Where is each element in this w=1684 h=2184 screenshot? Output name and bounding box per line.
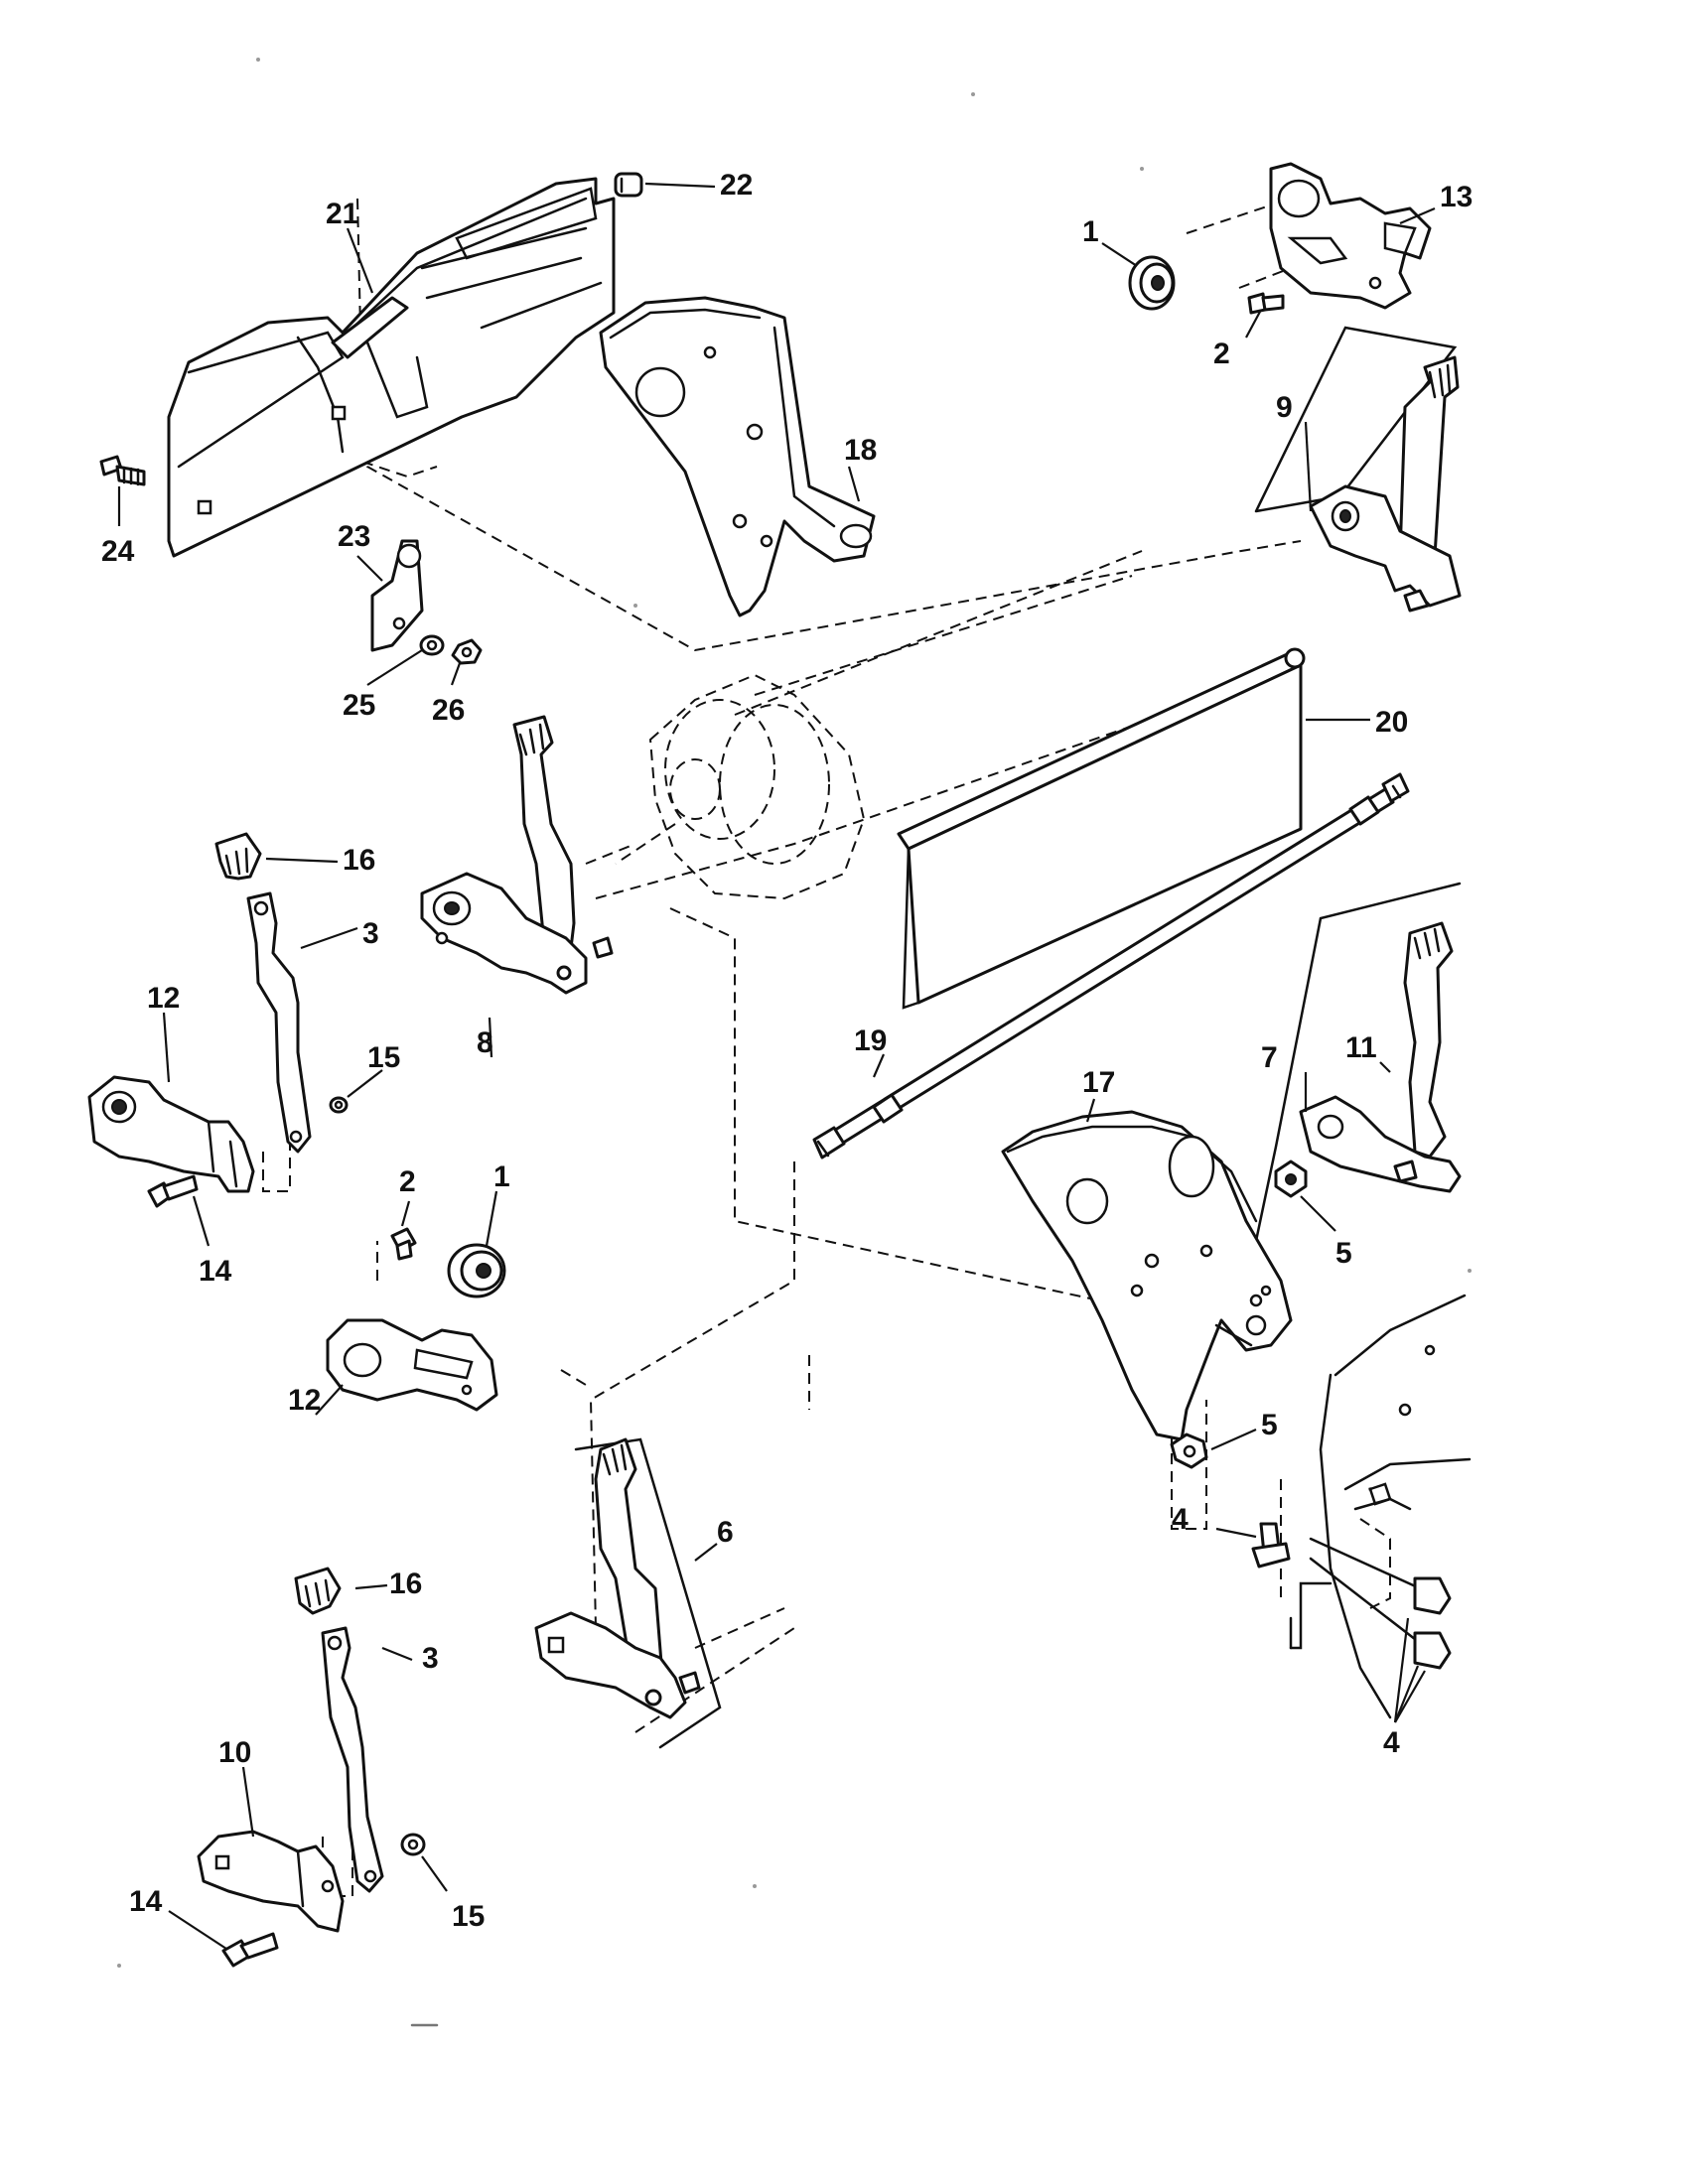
part-5-nut-upper (1274, 1160, 1308, 1198)
callout-2-lower: 2 (399, 1165, 416, 1198)
part-21-support-bracket (167, 177, 616, 558)
callout-2-top: 2 (1213, 338, 1230, 370)
part-14-bolt-upper (147, 1174, 199, 1208)
callout-8: 8 (477, 1026, 493, 1059)
callout-21: 21 (326, 198, 358, 230)
leader-lines (117, 182, 1436, 1950)
part-12-bracket-upper (87, 1075, 255, 1193)
part-3-lever-lower (321, 1626, 384, 1893)
callout-3-upper: 3 (362, 917, 379, 950)
mower-deck-outline (1289, 1294, 1472, 1719)
part-20-panel (897, 647, 1306, 1010)
callout-25: 25 (343, 689, 375, 722)
callout-14-upper: 14 (199, 1255, 232, 1288)
callout-12-upper: 12 (147, 982, 180, 1015)
part-10-bracket (197, 1830, 345, 1933)
hidden-motor-outline (585, 550, 1143, 900)
part-24-bolt (99, 455, 146, 486)
part-4-bolt-single (1251, 1522, 1291, 1569)
part-7-lever-assembly (1254, 882, 1462, 1243)
part-2-screw (1247, 292, 1285, 315)
part-6-lever-assembly (534, 1437, 722, 1749)
callout-26: 26 (432, 694, 465, 727)
part-3-lever-upper (246, 891, 312, 1154)
callout-16-lower: 16 (389, 1568, 422, 1600)
callout-1-top: 1 (1082, 215, 1099, 248)
part-18-side-plate (599, 296, 876, 617)
part-22-nut (614, 172, 643, 198)
callout-14-lower: 14 (129, 1885, 163, 1918)
callout-10: 10 (218, 1736, 251, 1769)
part-9-lever-assembly (1254, 326, 1462, 613)
part-15-washer-upper (329, 1096, 349, 1114)
callout-1-lower: 1 (493, 1160, 510, 1193)
callout-7: 7 (1261, 1041, 1278, 1074)
callout-6: 6 (717, 1516, 734, 1549)
callout-22: 22 (720, 169, 753, 202)
callout-5-lower: 5 (1261, 1409, 1278, 1441)
part-5-nut-lower (1170, 1433, 1208, 1469)
callout-3-lower: 3 (422, 1642, 439, 1675)
part-16-knob-upper (214, 832, 262, 881)
callout-17: 17 (1082, 1066, 1115, 1099)
part-16-knob-lower (294, 1567, 342, 1615)
part-1-bearing-lower (447, 1243, 506, 1298)
callout-4-single: 4 (1172, 1503, 1189, 1536)
part-4-bolt-pair (1309, 1537, 1452, 1670)
callout-11: 11 (1345, 1031, 1377, 1064)
part-23-link (370, 539, 424, 652)
part-12-bracket-lower (326, 1318, 498, 1412)
part-13-bearing-bracket (1269, 162, 1432, 310)
part-15-washer-lower (400, 1833, 426, 1856)
part-1-bearing (1128, 255, 1176, 311)
callout-24: 24 (101, 535, 135, 568)
callout-4-pair: 4 (1383, 1726, 1400, 1759)
callout-5-upper: 5 (1335, 1237, 1352, 1270)
callout-23: 23 (338, 520, 370, 553)
part-2-screw-lower (390, 1227, 417, 1261)
callout-9: 9 (1276, 391, 1293, 424)
part-14-bolt-lower (221, 1932, 279, 1968)
callout-18: 18 (844, 434, 877, 467)
callout-13: 13 (1440, 181, 1473, 213)
callout-labels: 22 21 13 1 2 9 18 24 23 25 26 20 16 3 8 … (101, 169, 1473, 1933)
callout-16-upper: 16 (343, 844, 375, 877)
scan-noise (117, 58, 1472, 1968)
callout-12-lower: 12 (288, 1384, 321, 1417)
part-8-lever-assembly (420, 715, 614, 995)
callout-19: 19 (854, 1024, 887, 1057)
part-19-shaft (812, 772, 1410, 1160)
part-26-nut (451, 638, 483, 665)
part-17-side-plate (1001, 1110, 1293, 1441)
callout-15-upper: 15 (367, 1041, 400, 1074)
callout-20: 20 (1375, 706, 1408, 739)
part-25-washer (419, 634, 445, 656)
callout-15-lower: 15 (452, 1900, 485, 1933)
